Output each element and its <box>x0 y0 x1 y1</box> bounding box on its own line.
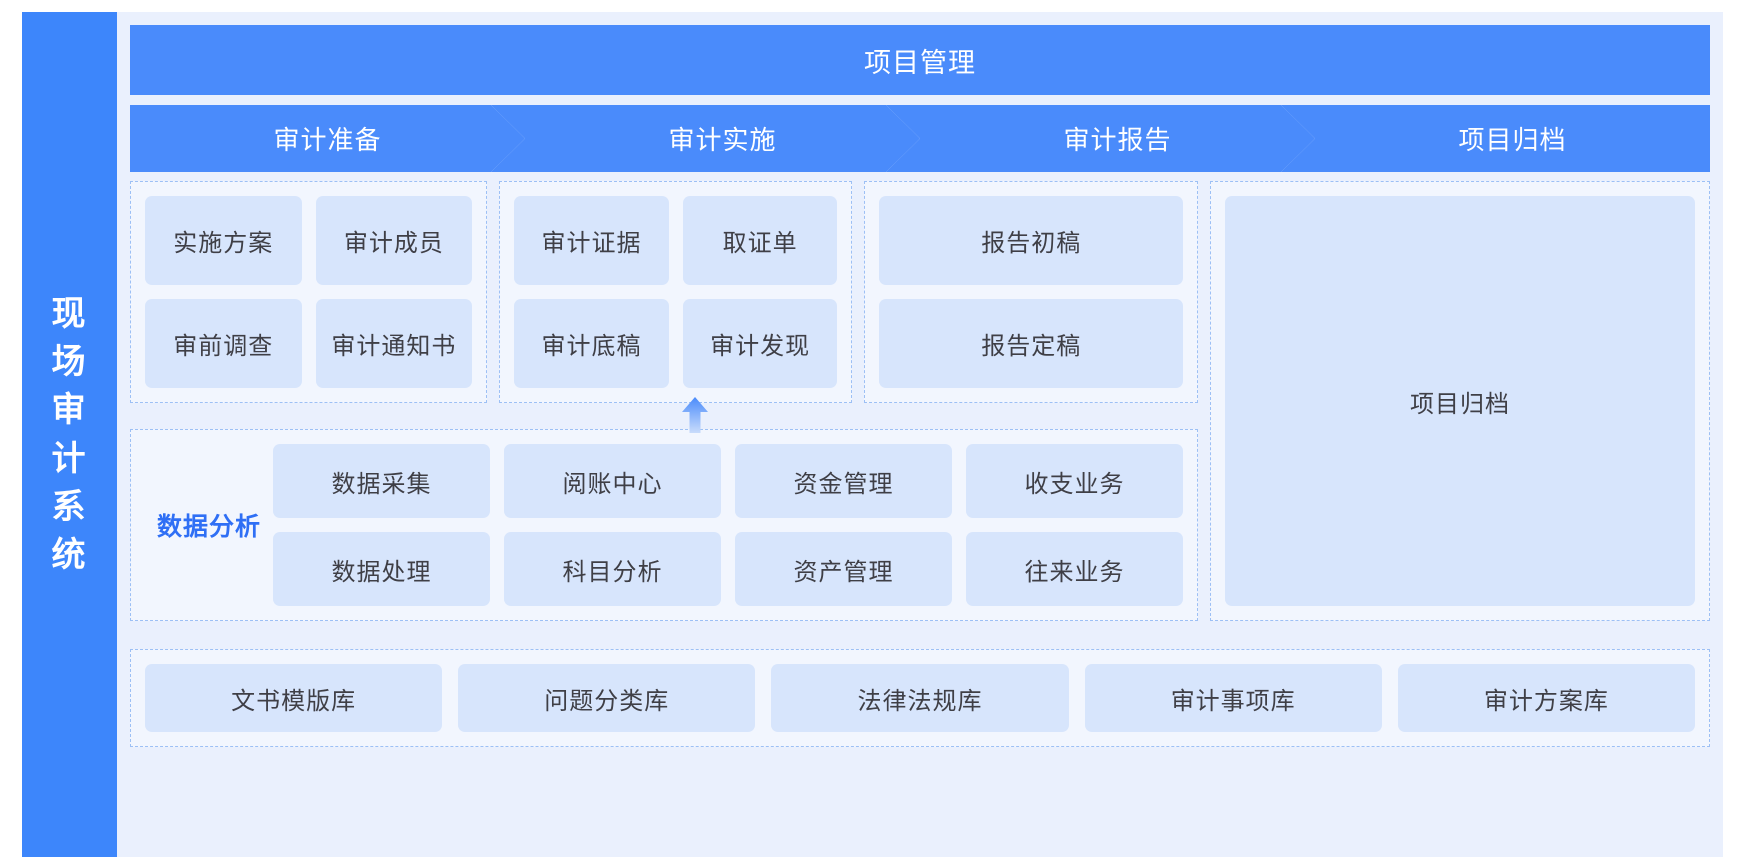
project-management-label: 项目管理 <box>864 47 976 78</box>
analysis-band: 数据分析 数据采集 阅账中心 资金管理 收支业务 数据处理 科目分析 资产管理 … <box>130 397 1198 621</box>
card-shujucaiji[interactable]: 数据采集 <box>273 444 490 518</box>
analysis-group: 数据分析 数据采集 阅账中心 资金管理 收支业务 数据处理 科目分析 资产管理 … <box>130 429 1198 621</box>
stage-column-report: 报告初稿 报告定稿 <box>864 181 1198 403</box>
card-shujuchuli[interactable]: 数据处理 <box>273 532 490 606</box>
card-shenjizhengju[interactable]: 审计证据 <box>514 196 669 285</box>
analysis-grid: 数据采集 阅账中心 资金管理 收支业务 数据处理 科目分析 资产管理 往来业务 <box>273 444 1183 606</box>
main-panel: 项目管理 审计准备 审计实施 审计报告 项目归档 <box>117 12 1723 857</box>
brand-rail: 现场审计系统 <box>22 12 117 857</box>
card-shenjidigao[interactable]: 审计底稿 <box>514 299 669 388</box>
card-zijinguanli[interactable]: 资金管理 <box>735 444 952 518</box>
card-falvfaguiku[interactable]: 法律法规库 <box>771 664 1069 732</box>
up-arrow-icon <box>682 397 708 433</box>
card-kemufenxi[interactable]: 科目分析 <box>504 532 721 606</box>
project-management-bar[interactable]: 项目管理 <box>130 25 1710 95</box>
stage-column-execute: 审计证据 取证单 审计底稿 审计发现 <box>499 181 853 403</box>
card-shenjifaxian[interactable]: 审计发现 <box>682 299 838 388</box>
process-step-execute[interactable]: 审计实施 <box>491 105 920 172</box>
card-baogaodinggao[interactable]: 报告定稿 <box>879 299 1183 388</box>
card-yuezhangzhongxin[interactable]: 阅账中心 <box>504 444 721 518</box>
card-shenjishixiangku[interactable]: 审计事项库 <box>1084 664 1382 732</box>
stage-column-archive: 项目归档 <box>1210 181 1710 621</box>
process-step-archive[interactable]: 项目归档 <box>1281 105 1710 172</box>
card-shenjichengyuan[interactable]: 审计成员 <box>315 196 473 285</box>
stage-row: 实施方案 审计成员 审前调查 审计通知书 审计证据 取证单 审计底稿 审计发现 <box>130 181 1198 403</box>
card-shenjitongzhishu[interactable]: 审计通知书 <box>315 299 473 388</box>
process-flow: 审计准备 审计实施 审计报告 项目归档 <box>130 105 1710 172</box>
card-shouzhiyewu[interactable]: 收支业务 <box>966 444 1183 518</box>
card-shenjifanganku[interactable]: 审计方案库 <box>1397 664 1695 732</box>
card-baogaochugao[interactable]: 报告初稿 <box>879 196 1183 285</box>
stage-group-archive: 项目归档 <box>1210 181 1710 621</box>
process-step-prepare[interactable]: 审计准备 <box>130 105 525 172</box>
library-group: 文书模版库 问题分类库 法律法规库 审计事项库 审计方案库 <box>130 649 1710 747</box>
stage-group-report: 报告初稿 报告定稿 <box>864 181 1198 403</box>
process-step-execute-label: 审计实施 <box>668 125 777 155</box>
card-zichanguanli[interactable]: 资产管理 <box>735 532 952 606</box>
card-wanglaiyewu[interactable]: 往来业务 <box>966 532 1183 606</box>
left-stage-stack: 实施方案 审计成员 审前调查 审计通知书 审计证据 取证单 审计底稿 审计发现 <box>130 181 1198 621</box>
process-step-prepare-label: 审计准备 <box>273 125 382 155</box>
card-quzhengdan[interactable]: 取证单 <box>682 196 838 285</box>
card-xiangmuguidang[interactable]: 项目归档 <box>1225 196 1695 606</box>
system-title: 现场审计系统 <box>51 294 88 575</box>
card-shishifangan[interactable]: 实施方案 <box>145 196 302 285</box>
card-wenshumobanku[interactable]: 文书模版库 <box>145 664 443 732</box>
process-step-report[interactable]: 审计报告 <box>886 105 1315 172</box>
stage-group-prepare: 实施方案 审计成员 审前调查 审计通知书 <box>130 181 488 403</box>
card-wentifenleiku[interactable]: 问题分类库 <box>458 664 756 732</box>
stage-column-prepare: 实施方案 审计成员 审前调查 审计通知书 <box>130 181 488 403</box>
analysis-label: 数据分析 <box>156 513 261 541</box>
stage-columns: 实施方案 审计成员 审前调查 审计通知书 审计证据 取证单 审计底稿 审计发现 <box>130 181 1710 621</box>
stage-group-execute: 审计证据 取证单 审计底稿 审计发现 <box>499 181 853 403</box>
process-step-report-label: 审计报告 <box>1063 125 1172 155</box>
card-shenqiandiaocha[interactable]: 审前调查 <box>145 299 302 388</box>
process-step-archive-label: 项目归档 <box>1458 125 1567 155</box>
